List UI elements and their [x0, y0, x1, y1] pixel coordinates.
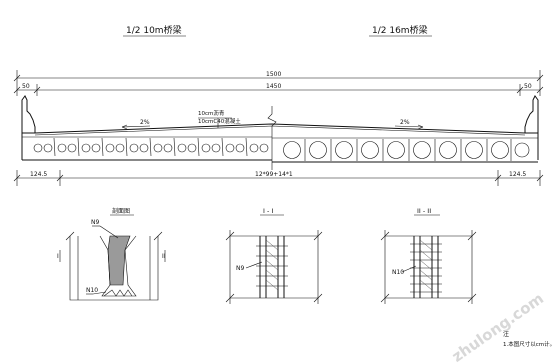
right-half-title: 1/2 16m桥梁 [372, 24, 428, 36]
detail-a-title: 剖面图 [112, 207, 130, 215]
dim-left-edge: 50 [22, 83, 30, 90]
detail-a-label-n9: N9 [91, 219, 99, 226]
deck-cross-section [21, 95, 539, 170]
detail-a-hinge [59, 225, 166, 301]
dim-bottom-right: 124.5 [509, 171, 526, 178]
detail-c-label-n10: N10 [392, 269, 404, 276]
dim-total-width: 1500 [266, 71, 281, 78]
top-dimension-lines [13, 70, 544, 96]
dim-bottom-left: 124.5 [30, 171, 47, 178]
detail-a-label-n10: N10 [86, 287, 98, 294]
detail-b-section [225, 230, 323, 304]
left-beam-voids [33, 137, 269, 157]
detail-c-section [380, 230, 477, 304]
detail-b-label-n9: N9 [236, 265, 244, 272]
detail-b-title: I - I [263, 207, 273, 215]
dim-inner-width: 1450 [266, 83, 281, 90]
notes-line1: 1.本图尺寸以cm计。 [503, 340, 555, 348]
detail-a-mark-right: II [162, 253, 166, 260]
watermark: zhulong.com [449, 289, 547, 363]
dim-right-edge: 50 [524, 83, 532, 90]
slope-right-label: 2% [400, 119, 410, 126]
pavement-note-line2: 10cmC40混凝土 [198, 117, 241, 125]
notes-heading: 注 [503, 330, 509, 338]
pavement-note-line1: 10cm沥青 [198, 109, 225, 117]
left-half-title: 1/2 10m桥梁 [126, 24, 182, 36]
bottom-dimension-line [13, 170, 544, 186]
dim-bottom-center: 12*99+14*1 [255, 171, 293, 178]
right-beam-voids [283, 139, 530, 161]
detail-c-title: II - II [417, 207, 431, 215]
slope-left-label: 2% [140, 119, 150, 126]
detail-a-mark-left: I [57, 253, 59, 260]
